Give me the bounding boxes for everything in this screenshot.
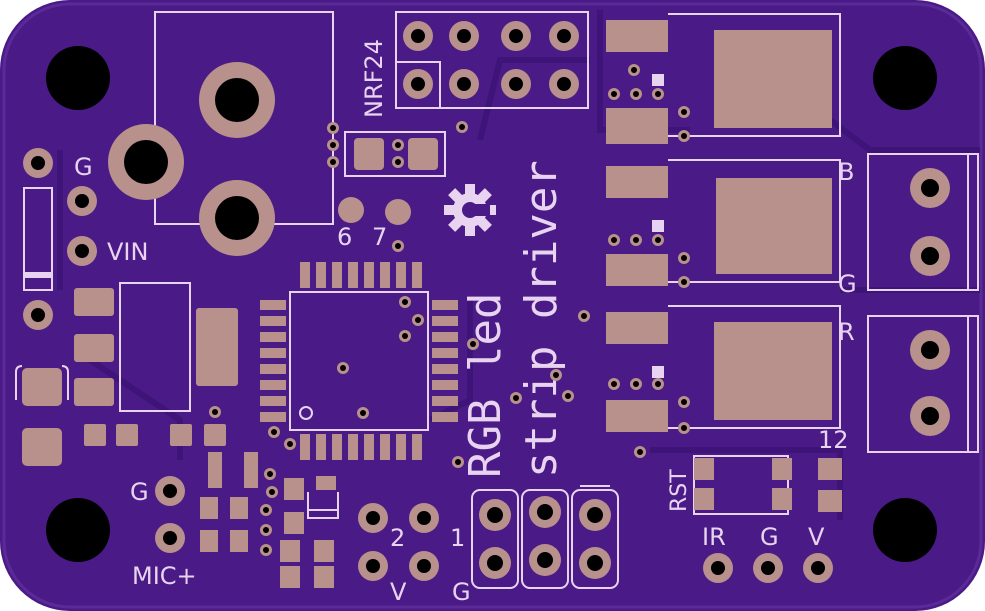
- pin-header-3x2: [471, 485, 619, 589]
- oshw-gear-icon: [444, 184, 496, 236]
- mounting-hole-bottom-right: [873, 498, 937, 562]
- screw-terminal-bg: [867, 153, 979, 291]
- mosfet-red: [606, 305, 841, 434]
- label-rst: RST: [667, 469, 692, 512]
- smd-components: [200, 452, 336, 588]
- label-ir: IR: [702, 523, 726, 551]
- power-connector-left: [23, 148, 97, 330]
- reset-button: [693, 455, 842, 515]
- label-v-bottom: V: [808, 523, 825, 551]
- label-g-mid: G: [452, 578, 471, 606]
- mounting-hole-top-right: [873, 46, 937, 110]
- mounting-hole-bottom-left: [46, 498, 110, 562]
- pad-7: [385, 199, 411, 225]
- label-1: 1: [450, 524, 465, 552]
- label-r: R: [838, 318, 855, 346]
- nrf24-label: NRF24: [360, 39, 388, 118]
- label-g-mic: G: [130, 478, 149, 506]
- crystal: [327, 121, 468, 177]
- title-line1: RGB led: [460, 293, 511, 478]
- mosfet-blue: [606, 13, 841, 144]
- microcontroller-chip: [260, 240, 479, 460]
- screw-terminal-r12: [867, 315, 979, 453]
- voltage-regulator: [15, 282, 238, 466]
- vias: [209, 310, 646, 556]
- label-6: 6: [337, 223, 352, 251]
- mounting-hole-top-left: [46, 46, 110, 110]
- title-line2: strip driver: [516, 160, 567, 478]
- label-2: 2: [390, 524, 405, 552]
- mosfet-green: [606, 159, 841, 288]
- nrf24-header: [395, 11, 589, 109]
- label-b: B: [838, 158, 854, 186]
- aux-pads: [358, 503, 439, 581]
- label-mic: MIC+: [132, 562, 197, 590]
- label-vin: VIN: [107, 238, 148, 266]
- label-v-mid: V: [390, 578, 407, 606]
- label-g-bottom: G: [760, 523, 779, 551]
- label-12: 12: [818, 426, 849, 454]
- diode-outline: [307, 492, 339, 519]
- label-g-right: G: [838, 270, 857, 298]
- label-7: 7: [372, 223, 387, 251]
- pad-6: [338, 197, 364, 223]
- label-g-top: G: [74, 153, 93, 181]
- ir-connector: [703, 553, 833, 583]
- dc-jack: [108, 11, 334, 256]
